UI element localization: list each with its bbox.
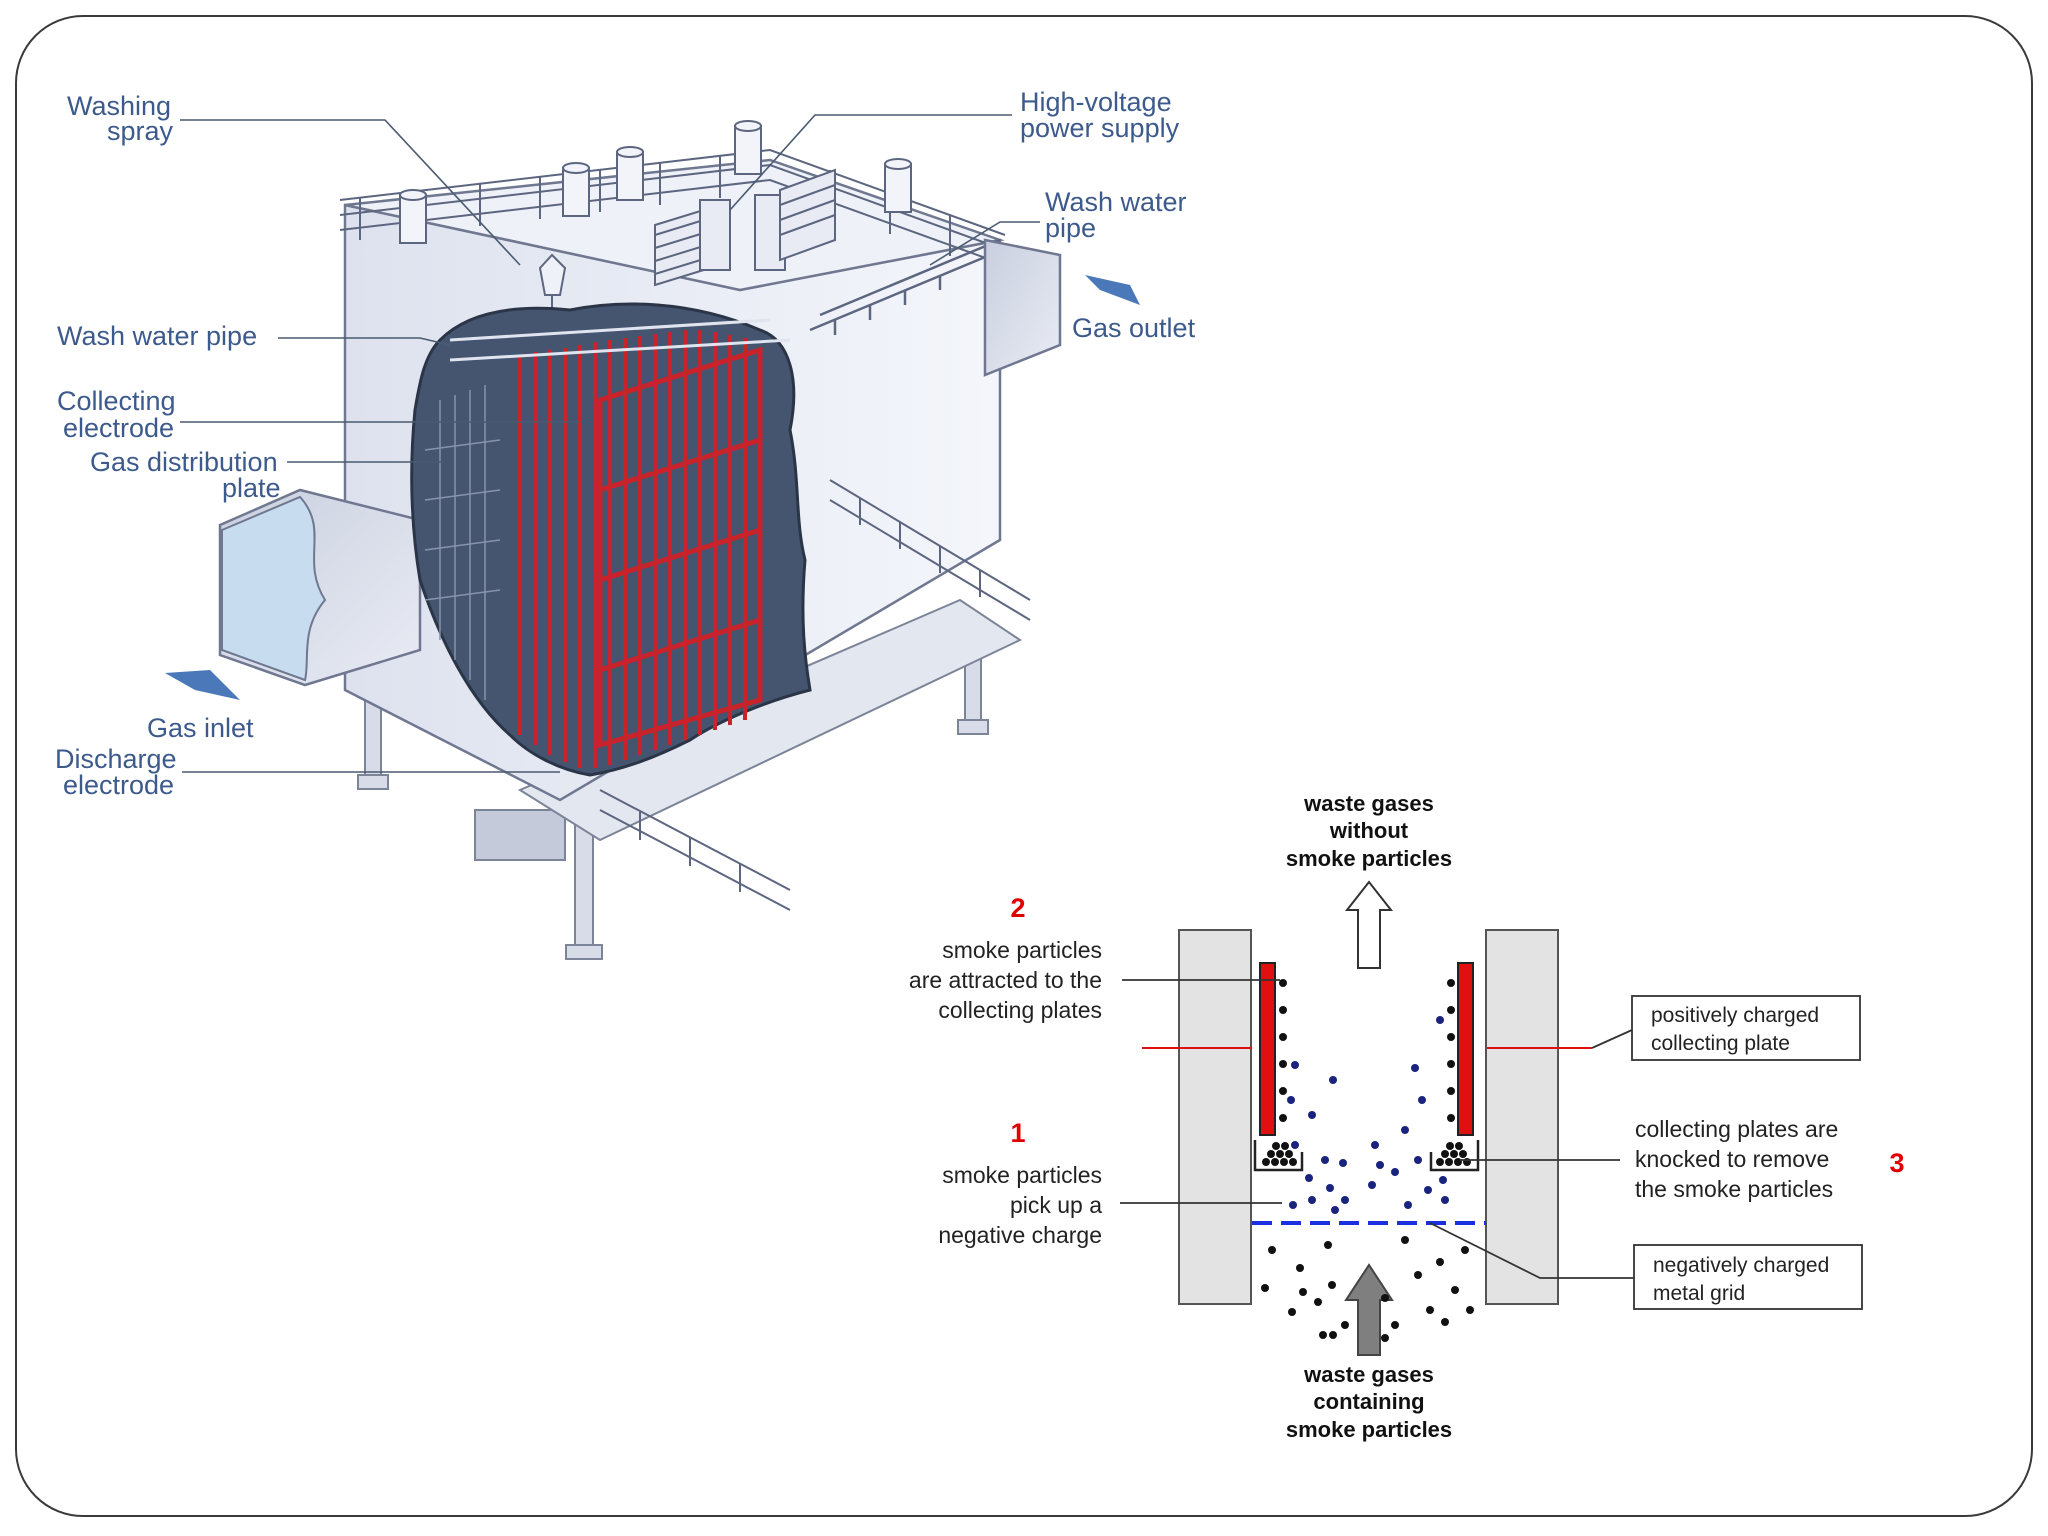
leader-negative-box: [1429, 1222, 1634, 1279]
negative-box-line1: negatively charged: [1653, 1254, 1829, 1277]
gas-outlet-duct: [983, 238, 1062, 377]
leader-positive-box: [1591, 1029, 1633, 1049]
precipitator-illustration: [165, 120, 1140, 960]
label-high-voltage-line1: High-voltage: [1020, 87, 1172, 117]
label-discharge-electrode-line2: electrode: [63, 770, 174, 800]
step-1-line3: negative charge: [938, 1222, 1102, 1248]
label-washing-spray-line1: Washing: [67, 91, 171, 121]
bottom-label-line1: waste gases: [1303, 1362, 1434, 1387]
label-collecting-electrode-line2: electrode: [63, 413, 174, 443]
label-discharge-electrode-line1: Discharge: [55, 744, 177, 774]
side-railing: [599, 479, 1031, 911]
right-collecting-plate: [1457, 962, 1474, 1136]
step-3-number: 3: [1889, 1148, 1904, 1178]
positive-box-line2: collecting plate: [1651, 1032, 1790, 1055]
right-hopper: [1429, 1140, 1480, 1172]
bottom-label-line3: smoke particles: [1286, 1417, 1452, 1442]
discharge-electrode-frame: [597, 346, 763, 749]
label-gas-inlet: Gas inlet: [147, 713, 254, 743]
outlet-arrow: [1344, 880, 1394, 969]
support-legs: [357, 629, 989, 960]
label-wash-water-pipe-right-line1: Wash water: [1045, 187, 1187, 217]
inlet-arrow: [1344, 1263, 1394, 1356]
step-1-number: 1: [1010, 1118, 1025, 1148]
bottom-label-line2: containing: [1313, 1389, 1424, 1414]
positive-box-line1: positively charged: [1651, 1004, 1819, 1027]
label-gas-outlet: Gas outlet: [1072, 313, 1196, 343]
step-3-line3: the smoke particles: [1635, 1176, 1833, 1202]
label-gas-distribution-plate-line2: plate: [222, 473, 281, 503]
insulator-towers: [399, 120, 912, 244]
negative-grid-box: [1633, 1244, 1863, 1310]
frame-rails: [449, 318, 791, 362]
top-label-line2: without: [1329, 818, 1409, 843]
label-wash-water-pipe-left: Wash water pipe: [57, 321, 257, 351]
label-collecting-electrode-line1: Collecting: [57, 386, 176, 416]
collecting-electrode-plates: [518, 330, 747, 768]
step-3-line1: collecting plates are: [1635, 1116, 1838, 1142]
gas-outlet-arrow: [1085, 275, 1140, 305]
step-2-line2: are attracted to the: [909, 967, 1102, 993]
label-washing-spray-line2: spray: [107, 116, 174, 146]
label-high-voltage-line2: power supply: [1020, 113, 1180, 143]
step-2-line1: smoke particles: [942, 937, 1102, 963]
gas-inlet-opening: [221, 495, 327, 682]
step-3-line2: knocked to remove: [1635, 1146, 1829, 1172]
top-label-line3: smoke particles: [1286, 846, 1452, 871]
transformer-units: [654, 168, 836, 287]
leader-washing-spray: [180, 119, 521, 266]
positive-plate-box: [1631, 995, 1861, 1061]
gas-distribution-plate: [424, 385, 501, 700]
left-wall: [1178, 929, 1252, 1305]
label-gas-distribution-plate-line1: Gas distribution: [90, 447, 278, 477]
process-diagram: waste gases without smoke particles: [909, 791, 1905, 1442]
left-collecting-plate: [1259, 962, 1276, 1136]
label-wash-water-pipe-right-line2: pipe: [1045, 213, 1096, 243]
negative-box-line2: metal grid: [1653, 1282, 1745, 1305]
lower-platform: [517, 598, 1023, 842]
step-1-line2: pick up a: [1010, 1192, 1102, 1218]
left-hopper: [1253, 1140, 1304, 1172]
step-2-number: 2: [1010, 893, 1025, 923]
leader-high-voltage: [729, 114, 1012, 211]
right-wall: [1485, 929, 1559, 1305]
top-label-line1: waste gases: [1303, 791, 1434, 816]
wash-water-pipe-assembly: [809, 238, 1001, 335]
illustration-labels: Washing spray Wash water pipe Collecting…: [55, 87, 1196, 800]
leader-wash-water-pipe-right: [929, 221, 1040, 266]
gas-inlet-arrow: [165, 670, 240, 700]
particles: [1261, 979, 1474, 1342]
leader-wash-water-pipe-left: [278, 337, 451, 346]
step-1-line1: smoke particles: [942, 1162, 1102, 1188]
step-2-line3: collecting plates: [938, 997, 1102, 1023]
